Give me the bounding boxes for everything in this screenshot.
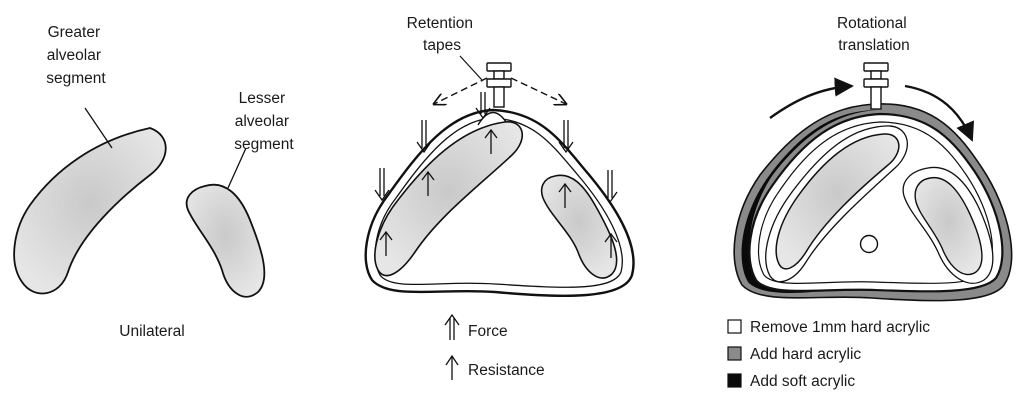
lesser-label-leader — [227, 147, 247, 189]
acrylic-legend: Remove 1mm hard acrylic Add hard acrylic… — [727, 319, 930, 390]
panel-rotational-translation: Rotational translation Remove 1mm hard a… — [727, 15, 1013, 390]
right-lesser-segment — [914, 176, 983, 276]
double-arrow-icon — [444, 313, 460, 340]
resistance-arrow-icon — [421, 170, 435, 196]
legend-force: Force — [468, 323, 508, 340]
force-arrow-icon — [558, 120, 574, 154]
resistance-arrow-icon — [604, 232, 618, 258]
legend-hard: Add hard acrylic — [750, 346, 861, 363]
expansion-screw-icon — [486, 62, 512, 108]
greater-label: Greater alveolar segment — [46, 24, 106, 87]
plate-inner — [374, 117, 623, 288]
resistance-arrows — [379, 128, 618, 258]
rotational-translation-label: Rotational translation — [837, 15, 911, 54]
legend-soft: Add soft acrylic — [750, 373, 855, 390]
force-arrow-icon — [475, 92, 491, 120]
rotation-arrow-right — [904, 84, 975, 142]
breathing-hole — [859, 234, 879, 254]
retention-label-leader — [459, 55, 483, 81]
unilateral-caption: Unilateral — [119, 323, 184, 340]
lesser-label: Lesser alveolar segment — [234, 90, 294, 153]
plate-inner-right — [758, 121, 993, 285]
retention-tape-left — [434, 77, 488, 104]
middle-lesser-segment — [540, 174, 618, 279]
legend-remove: Remove 1mm hard acrylic — [750, 319, 930, 336]
right-greater-segment — [775, 133, 900, 270]
resistance-arrow-icon — [484, 128, 498, 154]
panel-unilateral: Greater alveolar segment Lesser alveolar… — [13, 24, 294, 340]
middle-greater-segment — [374, 121, 523, 277]
panel-forces: Retention tapes — [364, 15, 635, 380]
resistance-arrow-icon — [379, 230, 393, 256]
legend-swatch-hard — [727, 346, 742, 361]
resistance-arrow-icon — [558, 182, 572, 208]
force-arrow-icon — [416, 120, 432, 154]
force-arrow-icon — [374, 168, 390, 202]
lesser-alveolar-segment — [185, 183, 266, 298]
force-legend: Force Resistance — [444, 313, 545, 380]
single-arrow-icon — [445, 354, 459, 380]
rotation-arrow-left — [769, 77, 854, 119]
greater-alveolar-segment — [13, 127, 167, 295]
legend-resistance: Resistance — [468, 362, 545, 379]
expansion-screw-icon — [863, 62, 889, 110]
force-arrow-icon — [602, 170, 618, 204]
legend-swatch-soft — [727, 373, 742, 388]
legend-swatch-remove — [727, 319, 742, 334]
plate-outer — [364, 108, 635, 298]
greater-label-leader — [84, 107, 113, 149]
force-arrows — [374, 92, 618, 204]
retention-tapes-label: Retention tapes — [407, 15, 478, 54]
retention-tape-right — [510, 77, 566, 104]
